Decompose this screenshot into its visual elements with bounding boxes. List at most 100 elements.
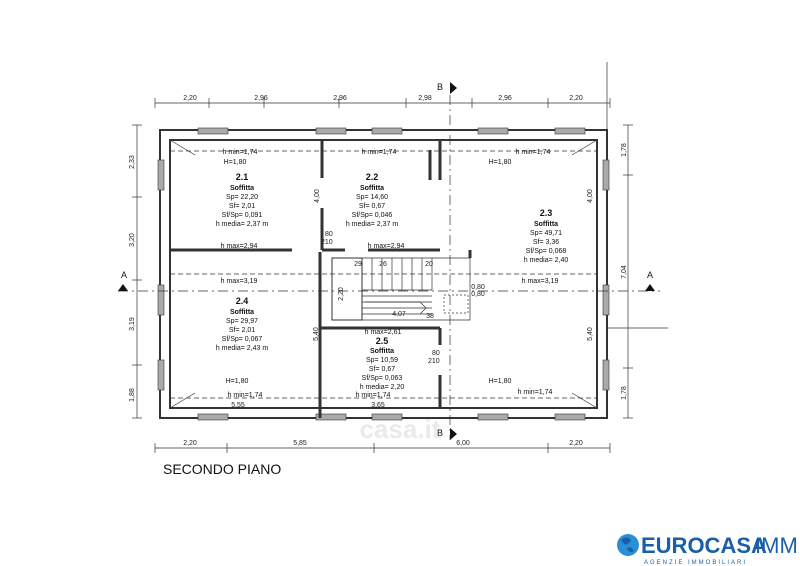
section-b-bottom-label: B (437, 428, 443, 438)
annot-hmin-1: h min=1,74 (223, 149, 258, 156)
right-dimension-chain: 1,78 7,04 1,78 (621, 124, 633, 419)
room-2-5: 2.5 Soffitta Sp= 10,59 Sf= 0,67 Sf/Sp= 0… (360, 336, 405, 391)
logo-tagline: AGENZIE IMMOBILIARI (644, 560, 747, 566)
room-2-1-ratio: Sf/Sp= 0,091 (222, 212, 263, 219)
annot-hmin-5: h min=1,74 (356, 392, 391, 399)
stair-treads (361, 258, 433, 315)
room-2-2-name: Soffitta (360, 185, 384, 192)
right-extension-lines (606, 62, 668, 329)
top-dimension-chain: 2,20 2,96 2,96 2,98 2,96 2,20 (154, 95, 611, 108)
floor-title: SECONDO PIANO (163, 461, 281, 477)
room-2-4-ratio: Sf/Sp= 0,067 (222, 336, 263, 343)
room-2-1: 2.1 Soffitta Sp= 22,20 Sf= 2,01 Sf/Sp= 0… (216, 172, 269, 228)
dim-555: 5,55 (231, 402, 245, 409)
room-2-4-name: Soffitta (230, 309, 254, 316)
right-dim-1: 1,78 (621, 143, 628, 157)
room-2-3-sp: Sp= 49,71 (530, 230, 562, 237)
room-2-3-sf: Sf= 3,36 (533, 239, 559, 246)
room-2-2-hmedia: h media= 2,37 m (346, 221, 399, 228)
annot-hmax-319b: h max=3,19 (522, 278, 559, 285)
room-2-5-sp: Sp= 10,59 (366, 357, 398, 364)
left-dim-4: 1,88 (129, 388, 136, 402)
dim-80-top: 80 (325, 231, 333, 238)
stair-core: 29 26 20 38 4,07 0,80 0,80 2,20 (331, 257, 485, 321)
top-dim-6: 2,20 (569, 95, 583, 102)
annot-hmin-3: h min=1,74 (516, 149, 551, 156)
room-2-3: 2.3 Soffitta Sp= 49,71 Sf= 3,36 Sf/Sp= 0… (524, 208, 569, 264)
eave-lines (170, 150, 597, 399)
annot-hmin-6: h min=1,74 (518, 389, 553, 396)
dim-365: 3,65 (371, 402, 385, 409)
room-2-3-hmedia: h media= 2,40 (524, 257, 569, 264)
room-2-5-id: 2.5 (376, 336, 389, 346)
room-2-4: 2.4 Soffitta Sp= 29,97 Sf= 2,01 Sf/Sp= 0… (216, 296, 269, 352)
annot-h-1: H=1,80 (224, 159, 247, 166)
room-2-4-sp: Sp= 29,97 (226, 318, 258, 325)
height-annotations: h min=1,74 H=1,80 h min=1,74 h min=1,74 … (221, 149, 559, 399)
stair-dim-080a: 0,80 (471, 284, 485, 291)
right-dim-3: 1,78 (621, 386, 628, 400)
stair-dim-20: 20 (425, 261, 433, 268)
section-b-line: B B (437, 82, 457, 440)
right-dim-2: 7,04 (621, 265, 628, 279)
top-dim-2: 2,96 (254, 95, 268, 102)
annot-h-6: H=1,80 (489, 378, 512, 385)
section-a-right-label: A (647, 270, 653, 280)
room-2-3-name: Soffitta (534, 221, 558, 228)
dim-540-left: 5,40 (313, 327, 320, 341)
brand-logo: EUROCASA IMM AGENZIE IMMOBILIARI (617, 533, 798, 566)
stair-dim-407: 4,07 (392, 311, 406, 318)
logo-suffix: IMM (755, 533, 798, 558)
annot-hmax-294b: h max=2,94 (368, 243, 405, 250)
bottom-dim-2: 5,85 (293, 440, 307, 447)
dim-540-right: 5,40 (587, 327, 594, 341)
room-2-3-ratio: Sf/Sp= 0,068 (526, 248, 567, 255)
logo-text: EUROCASA (641, 533, 767, 558)
left-dimension-chain: 2,33 3,20 3,19 1,88 (129, 124, 142, 419)
bottom-dim-3: 6,00 (456, 440, 470, 447)
dim-210-bot: 210 (428, 358, 440, 365)
annot-hmin-2: h min=1,74 (362, 149, 397, 156)
room-2-1-hmedia: h media= 2,37 m (216, 221, 269, 228)
room-2-2-sf: Sf= 0,67 (359, 203, 385, 210)
room-2-5-hmedia: h media= 2,20 (360, 384, 405, 391)
room-2-5-sf: Sf= 0,67 (369, 366, 395, 373)
stair-dim-26: 26 (379, 261, 387, 268)
top-dim-3: 2,96 (333, 95, 347, 102)
stair-dim-220: 2,20 (338, 287, 345, 301)
stair-dim-38: 38 (426, 313, 434, 320)
room-2-5-name: Soffitta (370, 348, 394, 355)
dim-400-right: 4,00 (587, 189, 594, 203)
outer-walls (157, 127, 610, 421)
room-2-1-sf: Sf= 2,01 (229, 203, 255, 210)
dim-210-top: 210 (321, 239, 333, 246)
globe-icon (617, 534, 639, 556)
stair-dim-080b: 0,80 (471, 291, 485, 298)
annot-hmax-294a: h max=2,94 (221, 243, 258, 250)
room-2-2-id: 2.2 (366, 172, 379, 182)
section-b-top-label: B (437, 82, 443, 92)
bottom-dim-1: 2,20 (183, 440, 197, 447)
room-2-4-hmedia: h media= 2,43 m (216, 345, 269, 352)
room-2-5-ratio: Sf/Sp= 0,063 (362, 375, 403, 382)
room-2-2-sp: Sp= 14,60 (356, 194, 388, 201)
section-a-left-label: A (121, 270, 127, 280)
watermark: casa.it (360, 414, 441, 444)
top-dim-1: 2,20 (183, 95, 197, 102)
bottom-dimension-chain: 2,20 5,85 6,00 2,20 (154, 440, 611, 453)
room-2-3-id: 2.3 (540, 208, 553, 218)
annot-hmax-319a: h max=3,19 (221, 278, 258, 285)
annot-h-3: H=1,80 (489, 159, 512, 166)
top-dim-5: 2,96 (498, 95, 512, 102)
room-2-4-id: 2.4 (236, 296, 249, 306)
room-2-4-sf: Sf= 2,01 (229, 327, 255, 334)
annot-hmin-4: h min=1,74 (228, 392, 263, 399)
left-dim-1: 2,33 (129, 155, 136, 169)
top-dim-4: 2,98 (418, 95, 432, 102)
dim-80-bot: 80 (432, 350, 440, 357)
annot-h-4: H=1,80 (226, 378, 249, 385)
bottom-dim-4: 2,20 (569, 440, 583, 447)
room-2-2-ratio: Sf/Sp= 0,046 (352, 212, 393, 219)
left-dim-2: 3,20 (129, 233, 136, 247)
